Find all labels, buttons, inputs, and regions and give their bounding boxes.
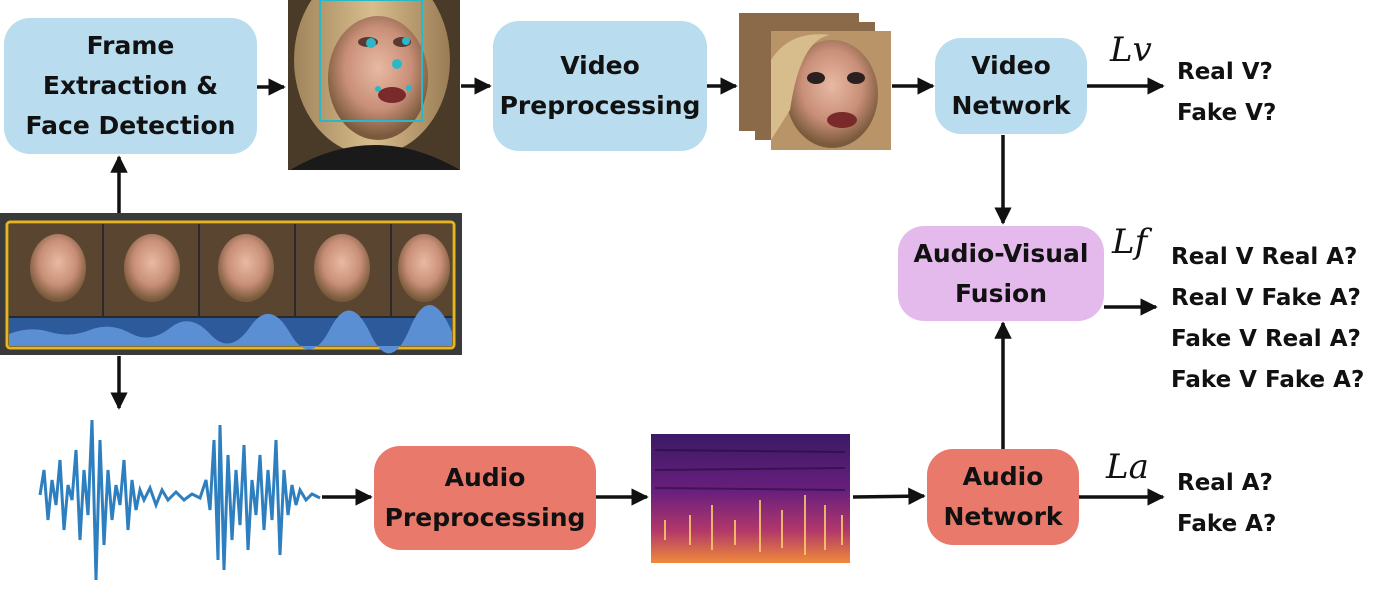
fusion-output-labels: Real V Real A? Real V Fake A? Fake V Rea…	[1171, 237, 1364, 401]
audio-output-labels: Real A? Fake A?	[1177, 463, 1276, 545]
video-filmstrip	[0, 213, 462, 355]
audio-waveform-image	[38, 419, 321, 581]
video-output-labels: Real V? Fake V?	[1177, 52, 1276, 134]
audio-loss-label: La	[1106, 447, 1149, 487]
output-real-v-fake-a: Real V Fake A?	[1171, 285, 1361, 311]
video-loss-label: Lv	[1110, 30, 1152, 70]
output-fake-v: Fake V?	[1177, 100, 1277, 126]
spectrogram-image	[651, 434, 850, 563]
face-detection-image	[288, 0, 460, 170]
video-preprocessing-box: Video Preprocessing	[493, 21, 707, 151]
video-network-box: Video Network	[935, 38, 1087, 134]
output-real-v: Real V?	[1177, 59, 1273, 85]
audio-network-box: Audio Network	[927, 449, 1079, 545]
audio-visual-fusion-box: Audio-Visual Fusion	[898, 226, 1104, 321]
arrow-spectrogram-to-audio-network	[852, 487, 926, 505]
output-real-v-real-a: Real V Real A?	[1171, 244, 1358, 270]
output-fake-v-fake-a: Fake V Fake A?	[1171, 367, 1365, 393]
frame-extraction-box: Frame Extraction & Face Detection	[4, 18, 257, 154]
output-real-a: Real A?	[1177, 470, 1273, 496]
output-fake-a: Fake A?	[1177, 511, 1277, 537]
audio-preprocessing-box: Audio Preprocessing	[374, 446, 596, 550]
fusion-loss-label: Lf	[1112, 222, 1148, 262]
output-fake-v-real-a: Fake V Real A?	[1171, 326, 1361, 352]
cropped-face-stack	[739, 13, 891, 150]
